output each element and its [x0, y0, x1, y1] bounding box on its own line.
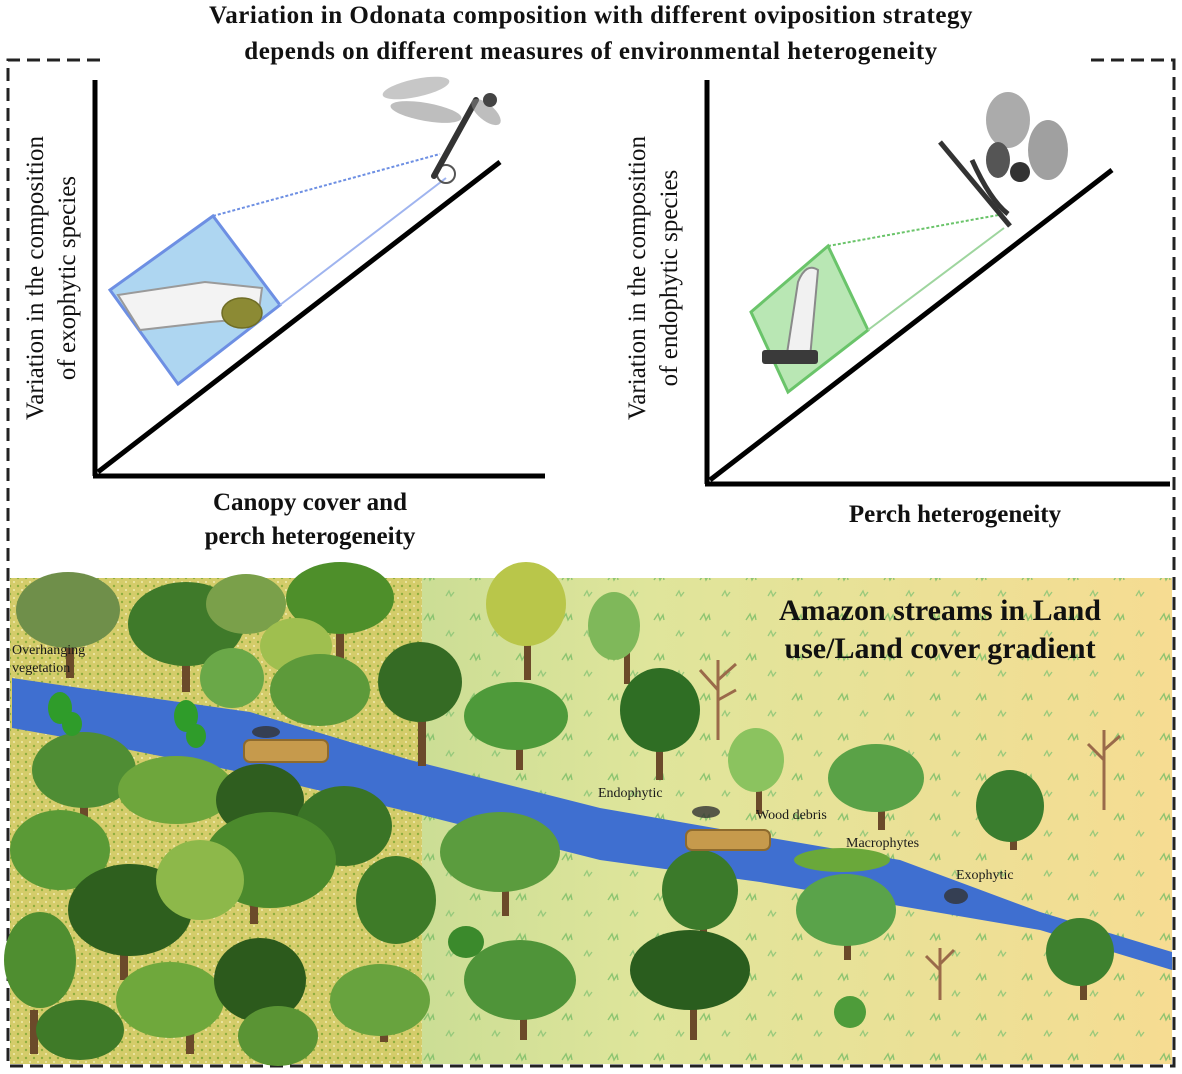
left-plot-xlabel-line2: perch heterogeneity [204, 523, 416, 550]
wood-debris-right [685, 829, 771, 851]
dashed-frame [6, 58, 1176, 1068]
label-exophytic: Exophytic [956, 868, 1014, 883]
label-wood-debris: Wood debris [756, 808, 827, 823]
right-plot-axes [704, 80, 1170, 487]
scene-title-line1: Amazon streams in Land [779, 594, 1101, 627]
scene-title-line2: use/Land cover gradient [784, 632, 1096, 665]
label-overhanging-line1: Overhanging [12, 643, 86, 658]
left-plot-xlabel-line1: Canopy cover and [212, 489, 407, 516]
dragonfly-endophytic-icon [938, 92, 1068, 228]
label-endophytic: Endophytic [598, 786, 663, 801]
figure-title-line2: depends on different measures of environ… [244, 38, 938, 65]
left-plot-axes [92, 80, 545, 479]
right-plot-ylabel-line1: Variation in the composition [624, 136, 651, 420]
forest-trees [4, 562, 462, 1066]
left-plot-xlabel: Canopy cover and perch heterogeneity [150, 486, 470, 554]
left-plot-ylabel-line2: of exophytic species [54, 175, 81, 381]
scene-dragonfly-icons [252, 726, 968, 904]
label-overhanging-line2: vegetation [12, 661, 71, 676]
label-overhanging-vegetation: Overhanging vegetation [12, 642, 85, 678]
wood-debris-left [243, 739, 329, 763]
right-plot-ylabel: Variation in the composition of endophyt… [622, 78, 686, 478]
right-plot-inset [749, 213, 1005, 395]
right-plot-ylabel-line2: of endophytic species [656, 169, 683, 387]
field-trees [440, 562, 1121, 1040]
dragonfly-exophytic-icon [382, 76, 501, 179]
left-plot-inset [107, 153, 456, 387]
left-plot-ylabel-line1: Variation in the composition [22, 136, 49, 420]
left-plot-ylabel: Variation in the composition of exophyti… [20, 78, 84, 478]
macrophytes-patch [794, 848, 890, 872]
label-macrophytes: Macrophytes [846, 836, 920, 851]
figure-title-line1: Variation in Odonata composition with di… [209, 2, 973, 29]
scene-title: Amazon streams in Land use/Land cover gr… [720, 592, 1160, 668]
right-plot-xlabel: Perch heterogeneity [848, 501, 1062, 528]
